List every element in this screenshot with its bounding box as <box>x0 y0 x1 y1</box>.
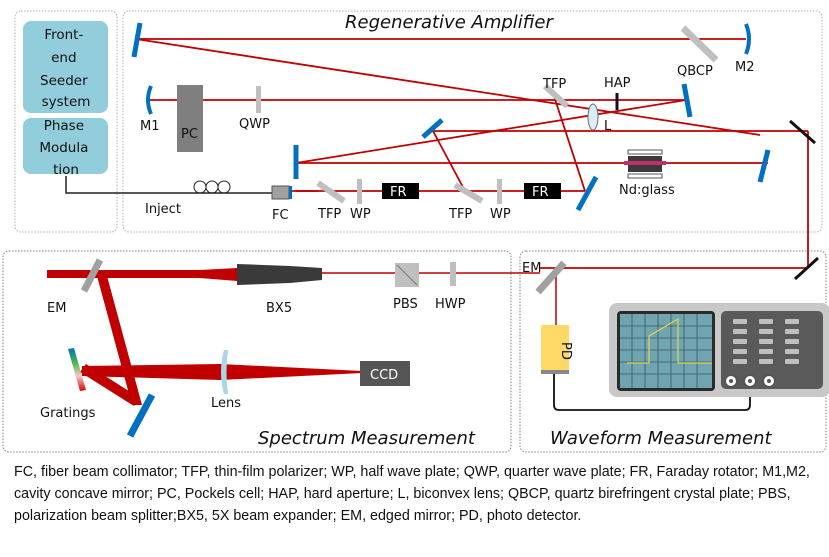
spectrum-beams <box>47 268 540 406</box>
em-right-label: EM <box>522 261 541 276</box>
fiber-coil-icon <box>193 180 231 194</box>
photo-detector <box>541 325 569 370</box>
pbs-label: PBS <box>393 297 418 312</box>
oscilloscope-key <box>759 359 773 364</box>
pc-label: PC <box>181 127 198 142</box>
qwp-label: QWP <box>239 117 270 132</box>
wp-2-label: WP <box>490 207 511 222</box>
tfp-1-label: TFP <box>317 207 341 222</box>
pbs-diagonal <box>396 264 418 286</box>
bx5-label: BX5 <box>266 301 292 316</box>
ccd-label: CCD <box>370 368 398 383</box>
fr-2-label: FR <box>532 185 549 200</box>
tfp-top <box>542 83 570 109</box>
biconvex-lens-l <box>587 103 599 131</box>
pd-cable <box>553 374 751 411</box>
front-end-seeder-label: Front- end Seeder system <box>40 27 92 110</box>
hwp-label: HWP <box>435 297 466 312</box>
phase-modulation-box <box>23 118 108 174</box>
pd-label: PD <box>558 342 573 360</box>
ccd-camera <box>360 361 410 386</box>
wp-2 <box>497 179 502 204</box>
phase-modulation-label: Phase Modula tion <box>39 118 92 178</box>
wp-1-label: WP <box>350 207 371 222</box>
wp-1 <box>357 179 362 204</box>
oscilloscope-key <box>733 339 747 344</box>
lens-label: Lens <box>211 396 241 411</box>
gratings <box>68 348 86 391</box>
injection-fiber <box>65 176 272 194</box>
seeder-section-frame <box>14 10 118 233</box>
tfp-2 <box>453 182 484 204</box>
tfp-2-label: TFP <box>448 207 472 222</box>
hap-label: HAP <box>604 76 631 91</box>
oscilloscope-key <box>785 359 799 364</box>
oscilloscope-connectors <box>724 374 776 388</box>
nd-glass-label: Nd:glass <box>619 183 675 198</box>
oscilloscope-key <box>785 319 799 324</box>
qbcp-plate <box>680 25 719 63</box>
edged-mirror-left <box>80 258 104 293</box>
regen-amplifier-title: Regenerative Amplifier <box>345 12 554 33</box>
nd-glass-rod <box>624 149 666 179</box>
oscilloscope-key <box>733 319 747 324</box>
fold-mirror-top-left <box>131 22 143 58</box>
oscilloscope-key <box>759 339 773 344</box>
oscilloscope-key <box>759 329 773 334</box>
qwp-plate <box>256 86 261 113</box>
fr-1-label: FR <box>390 185 407 200</box>
oscilloscope-key <box>785 339 799 344</box>
oscilloscope-key <box>733 349 747 354</box>
oscilloscope-key <box>733 329 747 334</box>
lens <box>221 350 228 394</box>
tfp-1 <box>316 180 346 204</box>
fold-mirror-bottom <box>575 175 599 212</box>
steering-mirror-top <box>789 119 816 145</box>
spectrum-fold-mirror <box>126 393 156 438</box>
oscilloscope-key <box>759 319 773 324</box>
beam-expander-bx5 <box>237 264 322 285</box>
front-end-seeder-box <box>23 21 108 113</box>
fiber-collimator <box>271 185 292 200</box>
pd-base <box>541 370 569 374</box>
fold-mirror-center <box>421 118 444 139</box>
waveform-measurement-title: Waveform Measurement <box>550 428 772 449</box>
oscilloscope-buttons <box>733 319 799 364</box>
qbcp-label: QBCP <box>677 64 713 79</box>
steering-mirror-bottom <box>793 256 820 281</box>
m2-label: M2 <box>735 60 755 75</box>
fold-mirror-far-right <box>757 149 771 183</box>
regen-amplifier-frame <box>122 10 823 233</box>
l-label: L <box>604 119 612 134</box>
waveform-section-frame <box>519 250 827 453</box>
inject-label: Inject <box>145 202 181 217</box>
spectrum-measurement-title: Spectrum Measurement <box>258 428 476 449</box>
faraday-rotator-2 <box>524 183 561 199</box>
edged-mirror-right <box>535 260 567 295</box>
gratings-label: Gratings <box>40 406 96 421</box>
fc-label: FC <box>272 208 289 223</box>
oscilloscope-key <box>785 329 799 334</box>
fold-mirror-right <box>681 83 693 118</box>
waveform-trace <box>627 317 712 364</box>
figure-caption: FC, fiber beam collimator; TFP, thin-fil… <box>14 464 810 524</box>
oscilloscope-key <box>759 349 773 354</box>
m1-label: M1 <box>140 119 160 134</box>
spectrum-section-frame <box>2 250 512 453</box>
em-left-label: EM <box>47 301 66 316</box>
hwp-plate <box>450 262 456 286</box>
faraday-rotator-1 <box>382 183 419 199</box>
regen-mirrors <box>131 22 771 212</box>
oscilloscope-key <box>733 359 747 364</box>
oscilloscope-key <box>785 349 799 354</box>
tfp-top-label: TFP <box>542 77 566 92</box>
optical-setup-diagram: Regenerative Amplifier Spectrum Measurem… <box>2 10 829 453</box>
pockels-cell <box>177 85 203 152</box>
m1-concave-mirror-icon <box>146 85 153 115</box>
m2-concave-mirror-icon <box>744 23 751 55</box>
